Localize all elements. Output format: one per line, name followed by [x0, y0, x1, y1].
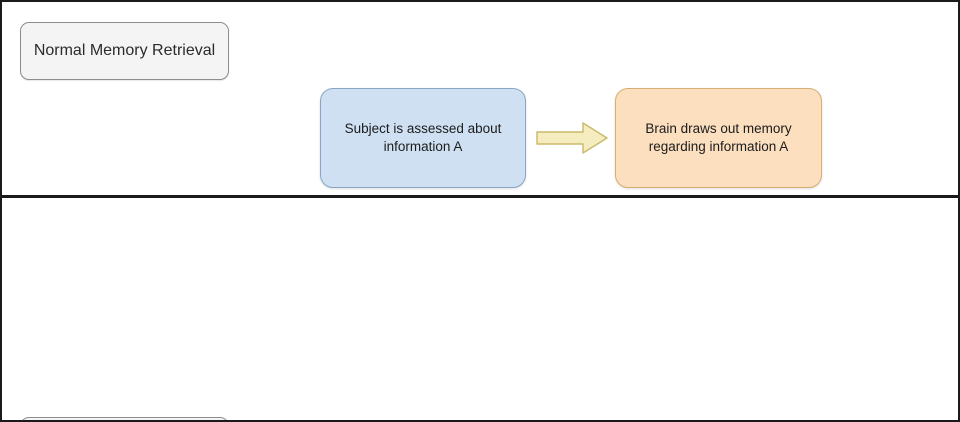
section-label-associative-interference: Associative Interference [20, 417, 229, 420]
node-top-subject-assessed: Subject is assessed about information A [320, 88, 526, 188]
section-divider [2, 195, 958, 198]
arrow-right-icon-top [536, 121, 608, 155]
node-top-brain-draws-memory: Brain draws out memory regarding informa… [615, 88, 822, 188]
section-associative-interference: Associative Interference Brain associate… [2, 198, 958, 420]
section-label-normal-memory-retrieval: Normal Memory Retrieval [20, 22, 229, 80]
section-normal-memory-retrieval: Normal Memory Retrieval Subject is asses… [2, 2, 958, 195]
